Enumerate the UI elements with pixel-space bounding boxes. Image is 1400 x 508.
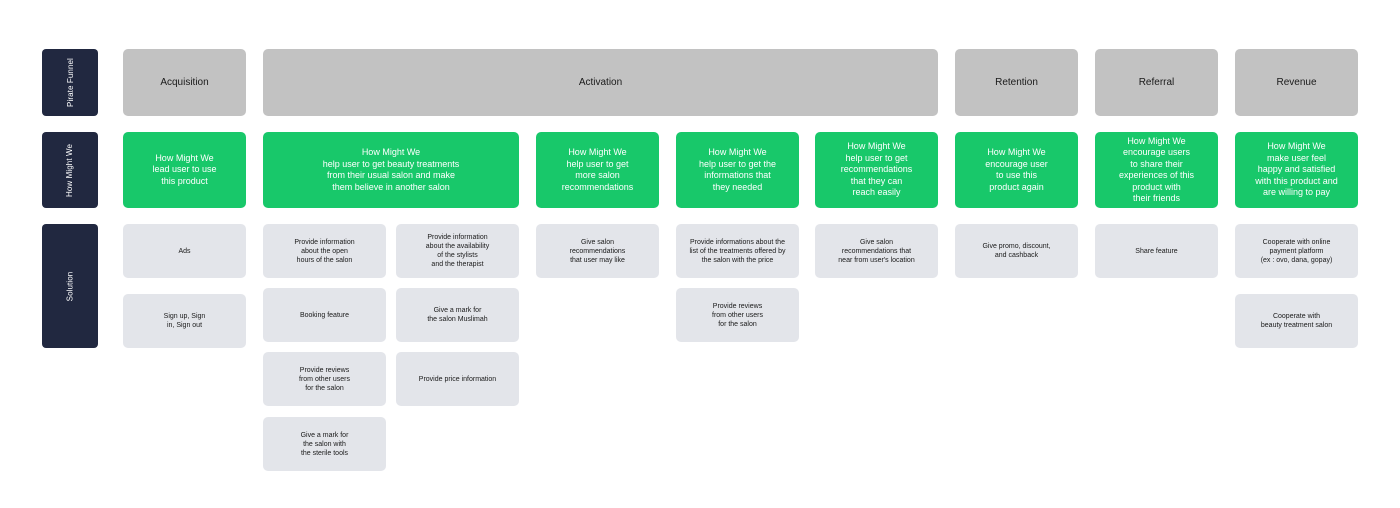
hmw-acquisition: How Might We lead user to use this produ… <box>123 132 246 208</box>
row-label-solution: Solution <box>42 224 98 348</box>
hmw-retention: How Might We encourage user to use this … <box>955 132 1078 208</box>
solution-sign-up: Sign up, Sign in, Sign out <box>123 294 246 348</box>
solution-reviews-info: Provide reviews from other users for the… <box>676 288 799 342</box>
hmw-activation-beauty-treatments: How Might We help user to get beauty tre… <box>263 132 519 208</box>
row-label-pirate-funnel-text: Pirate Funnel <box>65 58 75 107</box>
solution-promo: Give promo, discount, and cashback <box>955 224 1078 278</box>
hmw-activation-reach-easily: How Might We help user to get recommenda… <box>815 132 938 208</box>
row-label-solution-text: Solution <box>65 271 75 301</box>
hmw-referral: How Might We encourage users to share th… <box>1095 132 1218 208</box>
solution-booking: Booking feature <box>263 288 386 342</box>
solution-ads: Ads <box>123 224 246 278</box>
row-label-how-might-we-text: How Might We <box>65 143 75 197</box>
stage-revenue: Revenue <box>1235 49 1358 116</box>
solution-mark-sterile: Give a mark for the salon with the steri… <box>263 417 386 471</box>
solution-availability: Provide information about the availabili… <box>396 224 519 278</box>
solution-price: Provide price information <box>396 352 519 406</box>
solution-recommendations: Give salon recommendations that user may… <box>536 224 659 278</box>
stage-referral: Referral <box>1095 49 1218 116</box>
stage-acquisition: Acquisition <box>123 49 246 116</box>
row-label-how-might-we: How Might We <box>42 132 98 208</box>
solution-near-location: Give salon recommendations that near fro… <box>815 224 938 278</box>
row-label-pirate-funnel: Pirate Funnel <box>42 49 98 116</box>
solution-treatments-list: Provide informations about the list of t… <box>676 224 799 278</box>
solution-mark-muslimah: Give a mark for the salon Muslimah <box>396 288 519 342</box>
solution-share: Share feature <box>1095 224 1218 278</box>
stage-activation: Activation <box>263 49 938 116</box>
solution-reviews: Provide reviews from other users for the… <box>263 352 386 406</box>
solution-beauty-salon: Cooperate with beauty treatment salon <box>1235 294 1358 348</box>
hmw-revenue: How Might We make user feel happy and sa… <box>1235 132 1358 208</box>
hmw-activation-informations: How Might We help user to get the inform… <box>676 132 799 208</box>
solution-open-hours: Provide information about the open hours… <box>263 224 386 278</box>
solution-payment-platform: Cooperate with online payment platform (… <box>1235 224 1358 278</box>
hmw-activation-recommendations: How Might We help user to get more salon… <box>536 132 659 208</box>
stage-retention: Retention <box>955 49 1078 116</box>
